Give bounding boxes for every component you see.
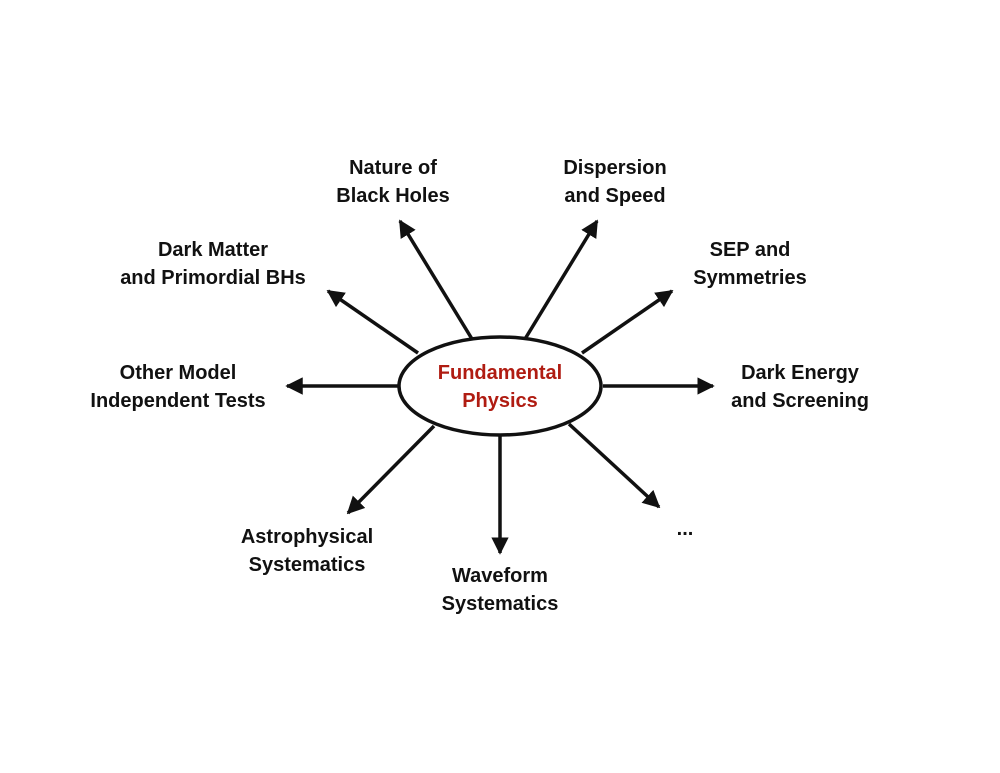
- label-nature-of-black-holes: Nature of Black Holes: [293, 154, 493, 210]
- label-line: Black Holes: [336, 185, 450, 207]
- label-line: Dispersion: [563, 157, 667, 179]
- label-dark-matter: Dark Matter and Primordial BHs: [88, 236, 338, 292]
- label-astrophysical-systematics: Astrophysical Systematics: [207, 523, 407, 579]
- label-line: Independent Tests: [90, 390, 266, 412]
- label-line: Systematics: [248, 554, 366, 576]
- label-other-model-independent-tests: Other Model Independent Tests: [58, 359, 298, 415]
- label-line: and Speed: [564, 185, 666, 207]
- label-dispersion-and-speed: Dispersion and Speed: [515, 154, 715, 210]
- arrow-dispersion: [523, 219, 599, 340]
- label-line: Systematics: [441, 593, 559, 615]
- label-line: ...: [676, 518, 694, 540]
- center-label-line1: Fundamental: [437, 362, 563, 384]
- arrow-more: [567, 422, 661, 509]
- label-line: Dark Matter: [157, 239, 269, 261]
- label-sep-and-symmetries: SEP and Symmetries: [650, 236, 850, 292]
- arrow-sep: [581, 289, 674, 355]
- label-line: Astrophysical: [240, 526, 374, 548]
- label-line: Nature of: [349, 157, 437, 179]
- label-waveform-systematics: Waveform Systematics: [400, 562, 600, 618]
- label-line: and Primordial BHs: [120, 267, 306, 289]
- label-line: Dark Energy: [741, 362, 859, 384]
- arrow-nature: [398, 219, 474, 340]
- label-more-ellipsis: ...: [645, 515, 725, 543]
- label-line: Other Model: [119, 362, 237, 384]
- center-label: Fundamental Physics: [400, 359, 600, 415]
- label-line: Symmetries: [693, 267, 807, 289]
- label-line: SEP and: [709, 239, 791, 261]
- label-line: Waveform: [452, 565, 548, 587]
- center-ellipse: [397, 335, 603, 437]
- label-dark-energy-and-screening: Dark Energy and Screening: [700, 359, 900, 415]
- label-line: and Screening: [731, 390, 869, 412]
- arrow-dark-matter: [326, 289, 419, 355]
- center-label-line2: Physics: [462, 390, 538, 412]
- arrow-astrophysical: [346, 424, 436, 515]
